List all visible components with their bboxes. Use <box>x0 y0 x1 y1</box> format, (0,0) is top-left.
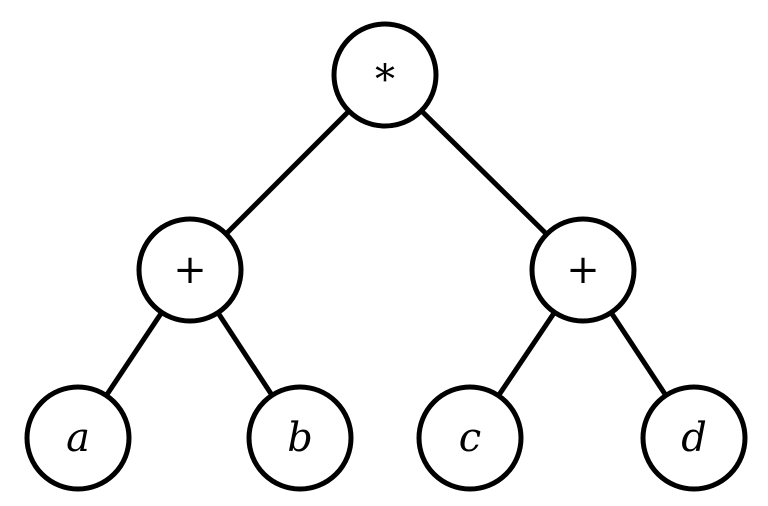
leaf-b-label: b <box>287 415 313 461</box>
node-right-plus: + <box>529 216 637 324</box>
leaf-a-label: a <box>66 415 90 461</box>
node-right-label: + <box>566 247 600 293</box>
node-left-label: + <box>173 247 207 293</box>
leaf-b: b <box>246 384 354 492</box>
leaf-d-label: d <box>681 415 707 461</box>
leaf-c: c <box>416 384 524 492</box>
leaf-a: a <box>24 384 132 492</box>
node-root-label: * <box>375 57 395 103</box>
node-root: * <box>331 21 439 129</box>
leaf-d: d <box>640 384 748 492</box>
node-left-plus: + <box>136 216 244 324</box>
leaf-c-label: c <box>459 415 481 461</box>
